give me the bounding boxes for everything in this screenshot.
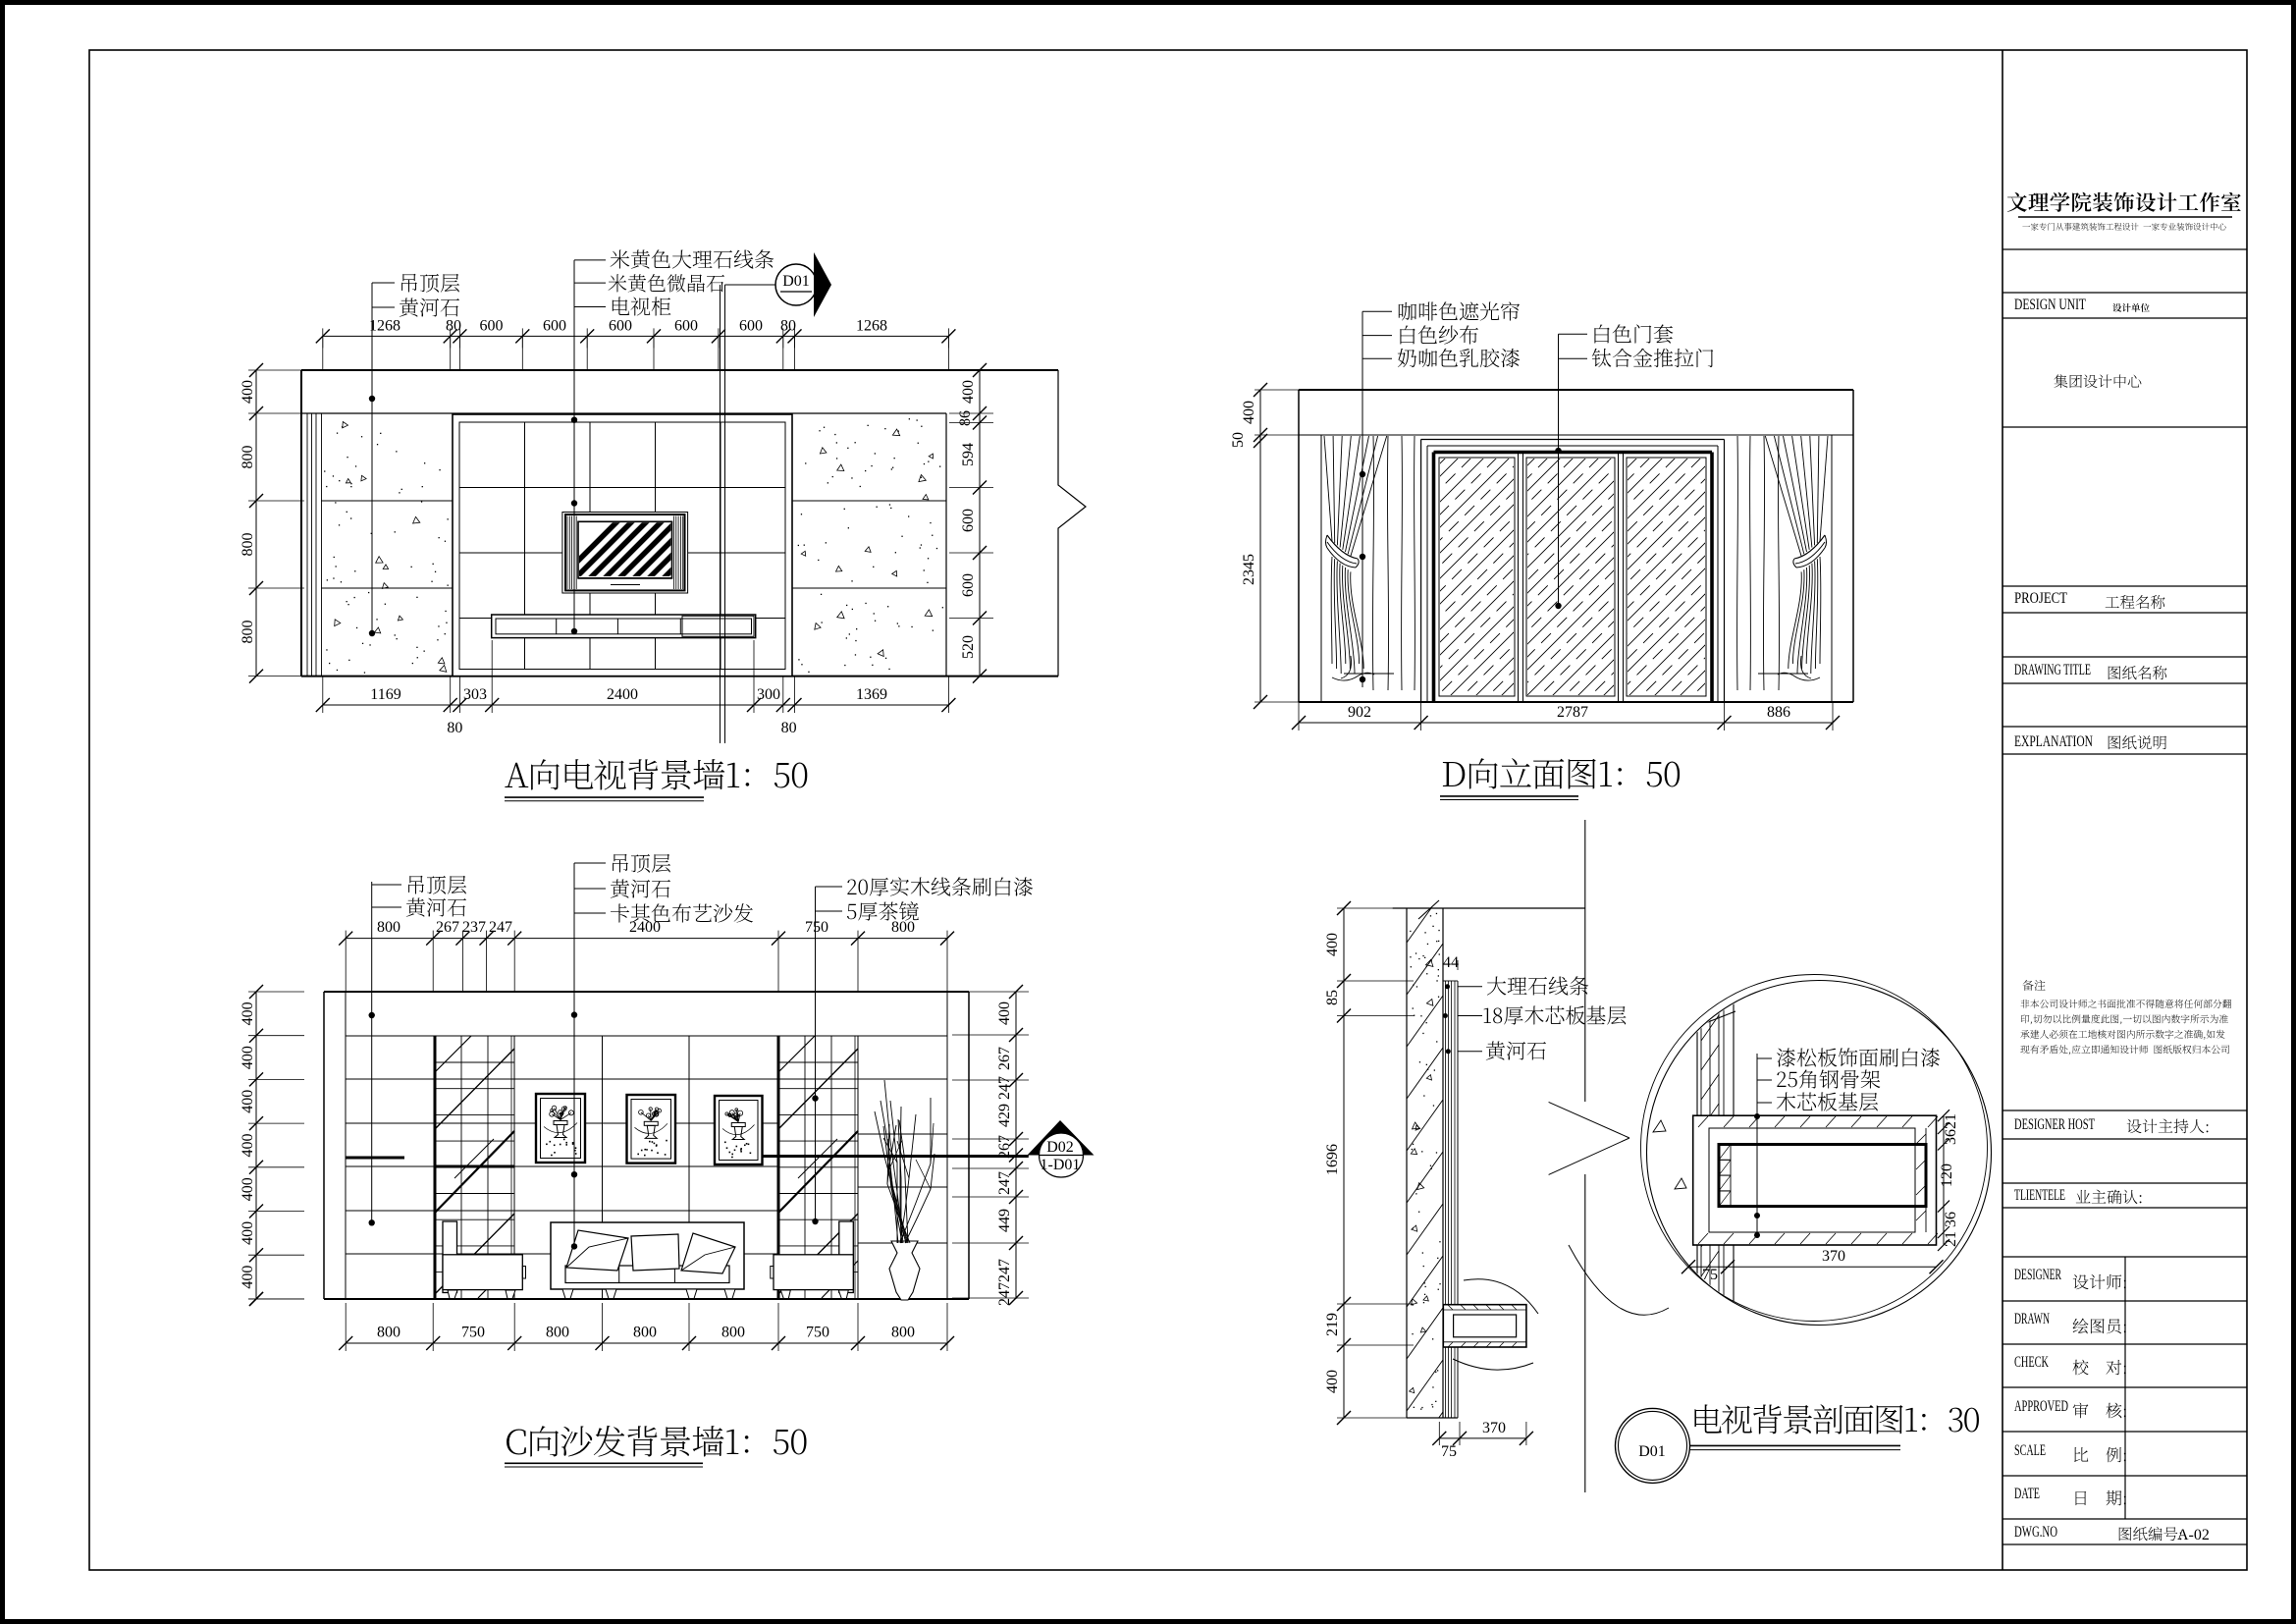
svg-text:750: 750 [806, 1325, 829, 1341]
svg-text:1268: 1268 [369, 317, 400, 334]
svg-text:DRAWN: DRAWN [2014, 1311, 2050, 1327]
svg-text:44: 44 [1443, 954, 1459, 971]
svg-text:1369: 1369 [856, 686, 887, 703]
svg-text:75: 75 [1702, 1267, 1718, 1283]
svg-text:50: 50 [1230, 432, 1247, 448]
svg-text:86: 86 [957, 410, 974, 426]
svg-text:D02: D02 [1046, 1139, 1074, 1156]
svg-text:247: 247 [996, 1076, 1013, 1100]
svg-text:80: 80 [447, 720, 462, 736]
svg-text:400: 400 [240, 1266, 256, 1289]
svg-text:2787: 2787 [1557, 704, 1588, 721]
svg-text:303: 303 [463, 686, 487, 703]
svg-text:400: 400 [240, 1001, 256, 1025]
svg-text:DRAWING TITLE: DRAWING TITLE [2014, 662, 2091, 678]
svg-text:80: 80 [446, 317, 461, 334]
svg-text:A-02: A-02 [2177, 1527, 2210, 1543]
svg-text:800: 800 [891, 919, 915, 936]
svg-text:902: 902 [1348, 704, 1371, 721]
svg-text:449: 449 [996, 1209, 1013, 1232]
svg-text:DATE: DATE [2014, 1486, 2040, 1502]
svg-text:800: 800 [240, 621, 256, 644]
svg-text:36: 36 [1943, 1212, 1959, 1227]
svg-text:400: 400 [240, 1090, 256, 1113]
svg-text:85: 85 [1324, 990, 1341, 1005]
svg-text:DESIGN UNIT: DESIGN UNIT [2014, 297, 2086, 313]
svg-text:219: 219 [1324, 1313, 1341, 1336]
svg-text:400: 400 [240, 380, 256, 404]
svg-text:D01: D01 [1638, 1443, 1666, 1460]
svg-text:80: 80 [780, 317, 796, 334]
svg-text:600: 600 [674, 317, 698, 334]
svg-text:2345: 2345 [1241, 554, 1257, 585]
svg-text:400: 400 [1324, 933, 1341, 956]
svg-text:SCALE: SCALE [2014, 1442, 2046, 1459]
svg-text:800: 800 [633, 1325, 657, 1341]
svg-text:600: 600 [960, 509, 977, 532]
svg-text:267: 267 [996, 1047, 1013, 1070]
svg-text:370: 370 [1822, 1248, 1845, 1265]
svg-text:800: 800 [240, 446, 256, 469]
svg-text:21: 21 [1943, 1231, 1959, 1247]
svg-text:800: 800 [240, 533, 256, 557]
svg-text:PROJECT: PROJECT [2014, 590, 2067, 607]
svg-text:886: 886 [1767, 704, 1790, 721]
svg-text:800: 800 [721, 1325, 745, 1341]
svg-text:1268: 1268 [856, 317, 887, 334]
svg-text:600: 600 [739, 317, 763, 334]
svg-text:CHECK: CHECK [2014, 1354, 2049, 1371]
svg-text:DESIGNER: DESIGNER [2014, 1267, 2061, 1283]
svg-text:400: 400 [240, 1177, 256, 1201]
svg-text:D01: D01 [782, 273, 810, 290]
svg-text:750: 750 [805, 919, 828, 936]
svg-text:400: 400 [1324, 1370, 1341, 1393]
svg-text:800: 800 [377, 1325, 400, 1341]
svg-text:247: 247 [996, 1282, 1013, 1306]
svg-text:1-D01: 1-D01 [1041, 1157, 1081, 1173]
svg-text:2400: 2400 [607, 686, 638, 703]
svg-text:EXPLANATION: EXPLANATION [2014, 733, 2093, 750]
svg-text:370: 370 [1482, 1420, 1506, 1436]
svg-text:600: 600 [543, 317, 566, 334]
svg-text:400: 400 [240, 1046, 256, 1069]
svg-text:800: 800 [891, 1325, 915, 1341]
svg-text:429: 429 [996, 1104, 1013, 1127]
svg-text:21: 21 [1943, 1113, 1959, 1129]
svg-text:APPROVED: APPROVED [2014, 1398, 2068, 1415]
svg-text:594: 594 [960, 443, 977, 466]
svg-text:600: 600 [480, 317, 504, 334]
svg-text:1169: 1169 [370, 686, 400, 703]
svg-text:400: 400 [240, 1134, 256, 1158]
svg-text:800: 800 [377, 919, 400, 936]
svg-text:267: 267 [436, 919, 459, 936]
svg-text:247: 247 [489, 919, 512, 936]
svg-text:600: 600 [960, 573, 977, 597]
svg-text:400: 400 [996, 1001, 1013, 1025]
svg-text:DWG.NO: DWG.NO [2014, 1524, 2057, 1541]
svg-text:75: 75 [1441, 1443, 1457, 1460]
svg-text:247: 247 [996, 1171, 1013, 1195]
svg-text:120: 120 [1939, 1164, 1955, 1187]
svg-text:400: 400 [240, 1221, 256, 1245]
svg-text:400: 400 [960, 380, 977, 404]
svg-text:520: 520 [960, 635, 977, 659]
svg-text:1696: 1696 [1324, 1144, 1341, 1175]
svg-text:80: 80 [781, 720, 797, 736]
svg-text:36: 36 [1943, 1129, 1959, 1145]
svg-text:267: 267 [996, 1135, 1013, 1159]
svg-text:800: 800 [546, 1325, 569, 1341]
svg-text:247: 247 [996, 1259, 1013, 1282]
svg-text:300: 300 [757, 686, 780, 703]
svg-text:750: 750 [461, 1325, 485, 1341]
svg-text:TLIENTELE: TLIENTELE [2014, 1187, 2065, 1204]
svg-text:400: 400 [1241, 401, 1257, 424]
svg-text:2400: 2400 [629, 919, 661, 936]
svg-text:600: 600 [609, 317, 632, 334]
svg-text:DESIGNER HOST: DESIGNER HOST [2014, 1116, 2095, 1133]
svg-text:237: 237 [462, 919, 486, 936]
